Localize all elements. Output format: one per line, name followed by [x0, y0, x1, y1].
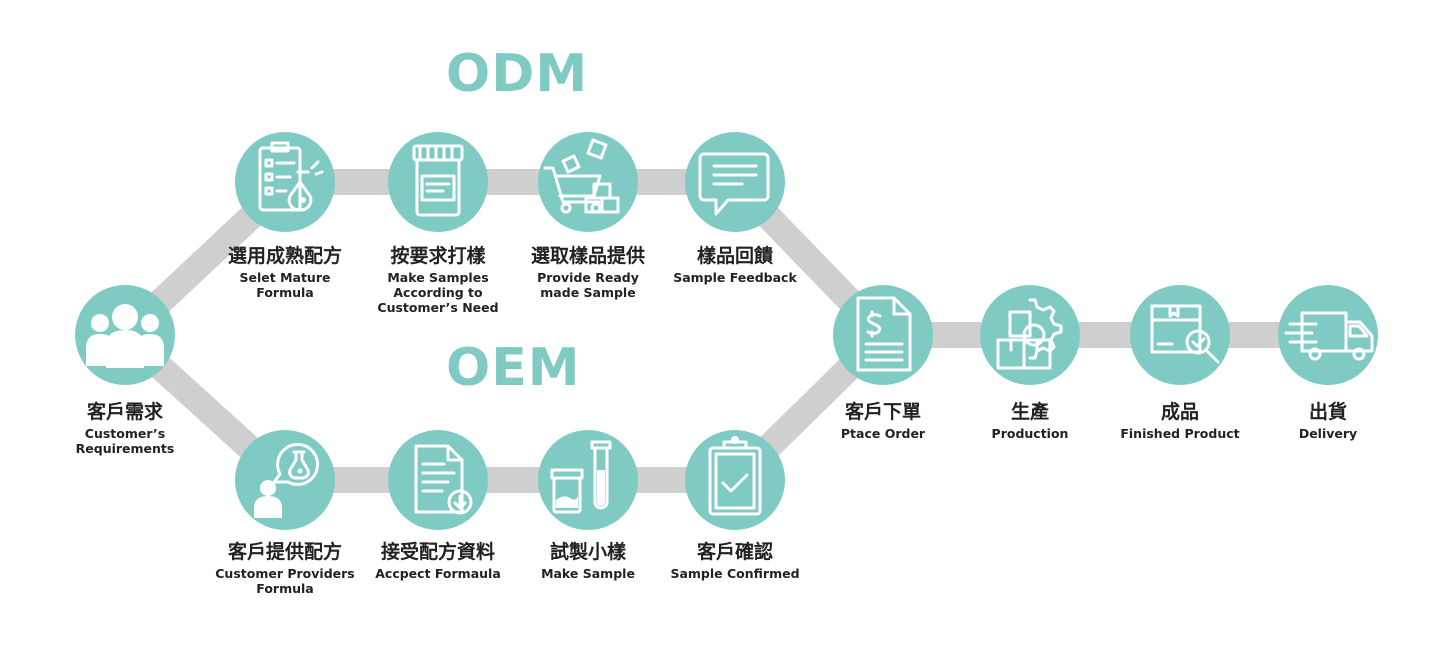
document-download-icon	[414, 444, 473, 515]
label-odm-4: 樣品回饋 Sample Feedback	[650, 244, 820, 285]
label-production: 生產 Production	[945, 400, 1115, 441]
node-oem-4	[685, 430, 785, 530]
label-order-en: Ptace Order	[840, 426, 926, 441]
label-requirements-en: Customer’s Requirements	[75, 426, 175, 456]
person-flask-icon	[254, 442, 320, 518]
label-odm-1: 選用成熟配方 Selet Mature Formula	[200, 244, 370, 300]
label-odm-3-zh: 選取樣品提供	[530, 245, 645, 267]
label-odm-3-en: Provide Ready made Sample	[537, 270, 639, 300]
label-odm-1-en: Selet Mature Formula	[239, 270, 331, 300]
node-odm-4	[685, 132, 785, 232]
cart-boxes-icon	[543, 138, 620, 214]
label-oem-1-en: Customer Providers Formula	[215, 566, 355, 596]
node-finished	[1130, 285, 1230, 385]
label-oem-4: 客戶確認 Sample Confirmed	[650, 540, 820, 581]
label-order-zh: 客戶下單	[844, 401, 921, 423]
label-oem-4-en: Sample Confirmed	[670, 566, 800, 581]
invoice-icon	[856, 296, 912, 372]
label-oem-3: 試製小樣 Make Sample	[503, 540, 673, 581]
chat-bubble-icon	[698, 152, 770, 216]
node-oem-1	[235, 430, 335, 530]
label-finished-zh: 成品	[1160, 401, 1199, 423]
label-odm-4-zh: 樣品回饋	[696, 245, 773, 267]
label-requirements: 客戶需求 Customer’s Requirements	[40, 400, 210, 456]
label-delivery-zh: 出貨	[1308, 401, 1347, 423]
odm-title: ODM	[446, 44, 589, 104]
label-order: 客戶下單 Ptace Order	[798, 400, 968, 441]
node-requirements	[75, 285, 175, 385]
node-oem-3	[538, 430, 638, 530]
label-oem-2-en: Accpect Formaula	[375, 566, 501, 581]
label-oem-1: 客戶提供配方 Customer Providers Formula	[200, 540, 370, 596]
label-odm-2: 按要求打樣 Make Samples According to Customer…	[353, 244, 523, 315]
label-production-zh: 生產	[1010, 401, 1049, 423]
node-delivery	[1278, 285, 1378, 385]
users-icon	[86, 304, 164, 368]
label-oem-3-zh: 試製小樣	[549, 541, 626, 563]
label-oem-1-zh: 客戶提供配方	[227, 541, 342, 563]
label-delivery-en: Delivery	[1298, 426, 1358, 441]
node-odm-2	[388, 132, 488, 232]
label-oem-4-zh: 客戶確認	[696, 541, 773, 563]
label-production-en: Production	[991, 426, 1069, 441]
jar-test-tube-icon	[550, 440, 612, 514]
label-odm-4-en: Sample Feedback	[673, 270, 797, 285]
label-oem-2-zh: 接受配方資料	[380, 541, 495, 563]
box-inspect-icon	[1150, 304, 1220, 364]
label-finished-en: Finished Product	[1120, 426, 1240, 441]
node-production	[980, 285, 1080, 385]
clipboard-check-icon	[708, 436, 762, 516]
node-odm-1	[235, 132, 335, 232]
truck-icon	[1284, 311, 1374, 361]
checklist-flask-icon	[258, 141, 324, 212]
node-order	[833, 285, 933, 385]
label-odm-2-zh: 按要求打樣	[390, 245, 486, 267]
label-delivery: 出貨 Delivery	[1243, 400, 1413, 441]
label-finished: 成品 Finished Product	[1095, 400, 1265, 441]
oem-title: OEM	[446, 338, 581, 398]
gear-boxes-icon	[996, 298, 1063, 370]
label-odm-3: 選取樣品提供 Provide Ready made Sample	[503, 244, 673, 300]
label-oem-2: 接受配方資料 Accpect Formaula	[353, 540, 523, 581]
label-odm-1-zh: 選用成熟配方	[227, 245, 342, 267]
label-oem-3-en: Make Sample	[541, 566, 635, 581]
label-requirements-zh: 客戶需求	[86, 401, 163, 423]
label-odm-2-en: Make Samples According to Customer’s Nee…	[377, 270, 499, 315]
node-odm-3	[538, 132, 638, 232]
sample-jar-icon	[412, 144, 464, 217]
node-oem-2	[388, 430, 488, 530]
